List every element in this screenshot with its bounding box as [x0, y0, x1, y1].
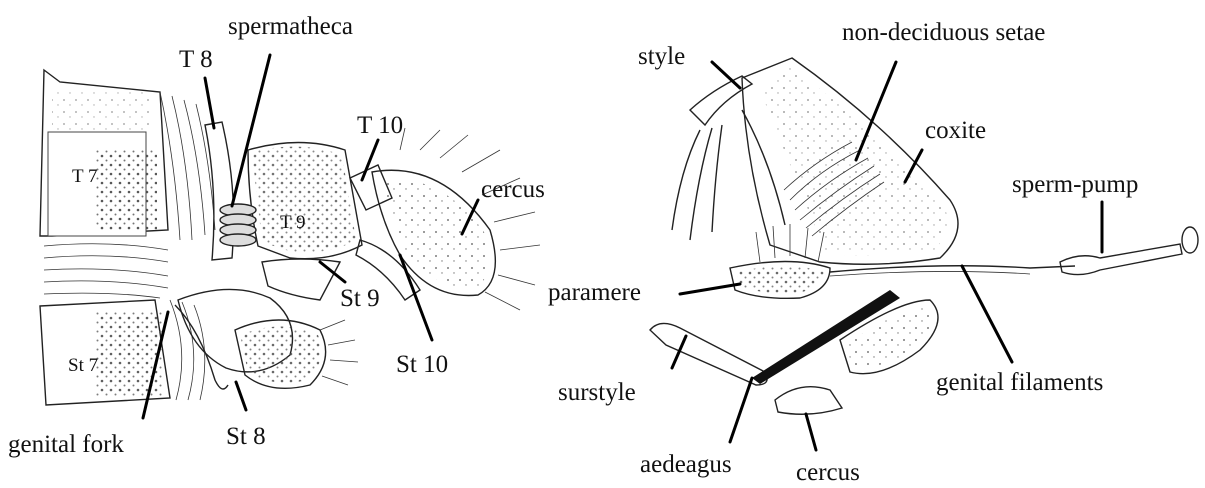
label-non-deciduous-setae: non-deciduous setae [842, 20, 1045, 45]
left-panel-drawing [40, 70, 540, 405]
label-cercus-left: cercus [481, 177, 545, 202]
label-st10: St 10 [396, 352, 448, 377]
label-st8: St 8 [226, 424, 266, 449]
spermatheca-coil [220, 204, 256, 246]
label-sperm-pump: sperm-pump [1012, 172, 1138, 197]
leader-st9 [320, 262, 345, 282]
label-st7: St 7 [68, 356, 98, 375]
label-coxite: coxite [925, 118, 986, 143]
leader-paramere [680, 284, 740, 294]
leader-surstyle [672, 336, 686, 368]
leader-cercus-right [806, 414, 816, 450]
style-setae [672, 110, 785, 240]
label-genital-filaments: genital filaments [936, 370, 1103, 395]
leader-aedeagus [730, 378, 752, 442]
label-spermatheca: spermatheca [228, 14, 353, 39]
sternite-9 [262, 259, 340, 300]
label-aedeagus: aedeagus [640, 452, 732, 477]
surstyle-body [650, 323, 767, 385]
leader-genital-filaments [962, 266, 1012, 362]
cercus-right-body [775, 387, 842, 415]
label-t8: T 8 [179, 47, 213, 72]
leader-t8 [205, 78, 214, 128]
sperm-pump-bulb [1182, 227, 1198, 253]
leader-st8 [236, 382, 246, 410]
label-style: style [638, 44, 685, 69]
label-t7: T 7 [72, 167, 98, 186]
label-cercus-right: cercus [796, 460, 860, 485]
label-surstyle: surstyle [558, 380, 636, 405]
label-paramere: paramere [548, 280, 641, 305]
label-t9: T 9 [280, 213, 306, 232]
leader-t10 [362, 140, 378, 180]
right-panel-drawing [650, 58, 1198, 414]
label-st9: St 9 [340, 286, 380, 311]
sperm-pump-body [1060, 244, 1182, 275]
label-genital-fork: genital fork [8, 432, 124, 457]
label-t10: T 10 [357, 113, 403, 138]
